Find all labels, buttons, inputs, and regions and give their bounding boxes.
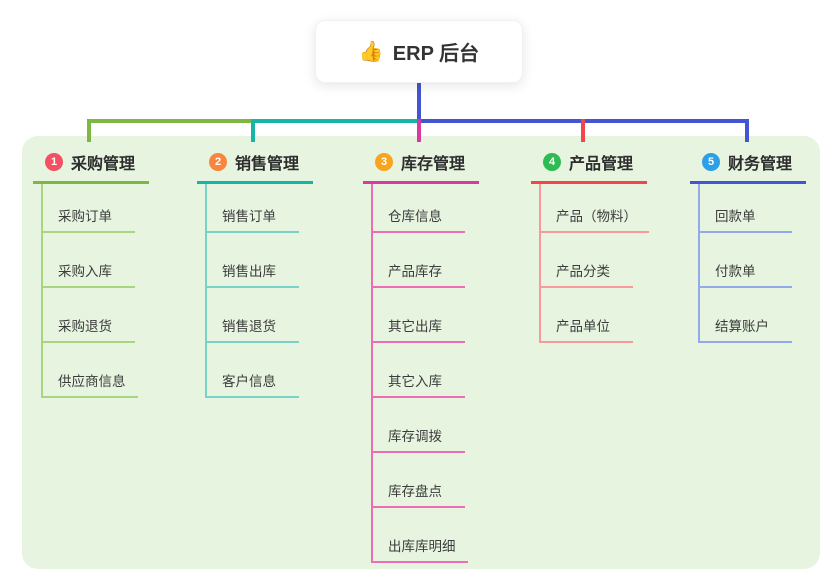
- mindmap-node[interactable]: 采购入库: [43, 233, 135, 288]
- mindmap-node[interactable]: 仓库信息: [373, 184, 465, 233]
- mindmap-background-panel: [22, 136, 820, 569]
- root-node[interactable]: 👍 ERP 后台: [315, 20, 523, 83]
- root-stem-line: [417, 83, 421, 120]
- mindmap-node[interactable]: 结算账户: [700, 288, 792, 343]
- connector-drop-finance: [745, 119, 749, 142]
- connector-drop-purchase: [87, 119, 91, 142]
- mindmap-node[interactable]: 销售出库: [207, 233, 299, 288]
- branch-number-badge: 2: [209, 153, 227, 171]
- mindmap-node[interactable]: 销售订单: [207, 184, 299, 233]
- mindmap-node[interactable]: 采购订单: [43, 184, 135, 233]
- branch-inventory-children: 仓库信息 产品库存 其它出库 其它入库 库存调拨 库存盘点 出库库明细: [371, 184, 468, 563]
- mindmap-node[interactable]: 付款单: [700, 233, 792, 288]
- branch-label: 销售管理: [235, 156, 300, 173]
- mindmap-node[interactable]: 出库库明细: [373, 508, 468, 563]
- branch-label: 财务管理: [728, 156, 793, 173]
- mindmap-node[interactable]: 产品分类: [541, 233, 633, 288]
- branch-label: 库存管理: [401, 156, 466, 173]
- branch-product: 4 产品管理 产品（物料） 产品分类 产品单位: [531, 150, 649, 343]
- connector-drop-sales: [251, 119, 255, 142]
- branch-inventory-header[interactable]: 3 库存管理: [363, 150, 480, 184]
- branch-number-badge: 3: [375, 153, 393, 171]
- mindmap-node[interactable]: 客户信息: [207, 343, 299, 398]
- thumbs-up-icon: 👍: [358, 41, 384, 63]
- branch-purchase-children: 采购订单 采购入库 采购退货 供应商信息: [41, 184, 138, 398]
- branch-number-badge: 5: [702, 153, 720, 171]
- mindmap-node[interactable]: 其它入库: [373, 343, 465, 398]
- branch-sales-header[interactable]: 2 销售管理: [197, 150, 314, 184]
- branch-finance: 5 财务管理 回款单 付款单 结算账户: [690, 150, 807, 343]
- connector-bus-green: [87, 119, 253, 123]
- mindmap-node[interactable]: 回款单: [700, 184, 792, 233]
- connector-drop-product: [581, 119, 585, 142]
- mindmap-node[interactable]: 产品单位: [541, 288, 633, 343]
- connector-bus-teal: [252, 119, 419, 123]
- branch-finance-header[interactable]: 5 财务管理: [690, 150, 807, 184]
- mindmap-node[interactable]: 供应商信息: [43, 343, 138, 398]
- branch-purchase: 1 采购管理 采购订单 采购入库 采购退货 供应商信息: [33, 150, 150, 398]
- root-title: ERP 后台: [392, 43, 480, 65]
- mindmap-node[interactable]: 销售退货: [207, 288, 299, 343]
- mindmap-node[interactable]: 采购退货: [43, 288, 135, 343]
- branch-finance-children: 回款单 付款单 结算账户: [698, 184, 792, 343]
- connector-drop-inventory: [417, 119, 421, 142]
- branch-purchase-header[interactable]: 1 采购管理: [33, 150, 150, 184]
- branch-sales: 2 销售管理 销售订单 销售出库 销售退货 客户信息: [197, 150, 314, 398]
- branch-label: 产品管理: [569, 156, 634, 173]
- branch-product-header[interactable]: 4 产品管理: [531, 150, 648, 184]
- branch-inventory: 3 库存管理 仓库信息 产品库存 其它出库 其它入库 库存调拨 库存盘点 出库库…: [363, 150, 480, 563]
- branch-sales-children: 销售订单 销售出库 销售退货 客户信息: [205, 184, 299, 398]
- branch-product-children: 产品（物料） 产品分类 产品单位: [539, 184, 649, 343]
- mindmap-node[interactable]: 库存盘点: [373, 453, 465, 508]
- branch-number-badge: 1: [45, 153, 63, 171]
- branch-label: 采购管理: [71, 156, 136, 173]
- mindmap-node[interactable]: 产品（物料）: [541, 184, 649, 233]
- mindmap-node[interactable]: 其它出库: [373, 288, 465, 343]
- mindmap-node[interactable]: 库存调拨: [373, 398, 465, 453]
- mindmap-node[interactable]: 产品库存: [373, 233, 465, 288]
- branch-number-badge: 4: [543, 153, 561, 171]
